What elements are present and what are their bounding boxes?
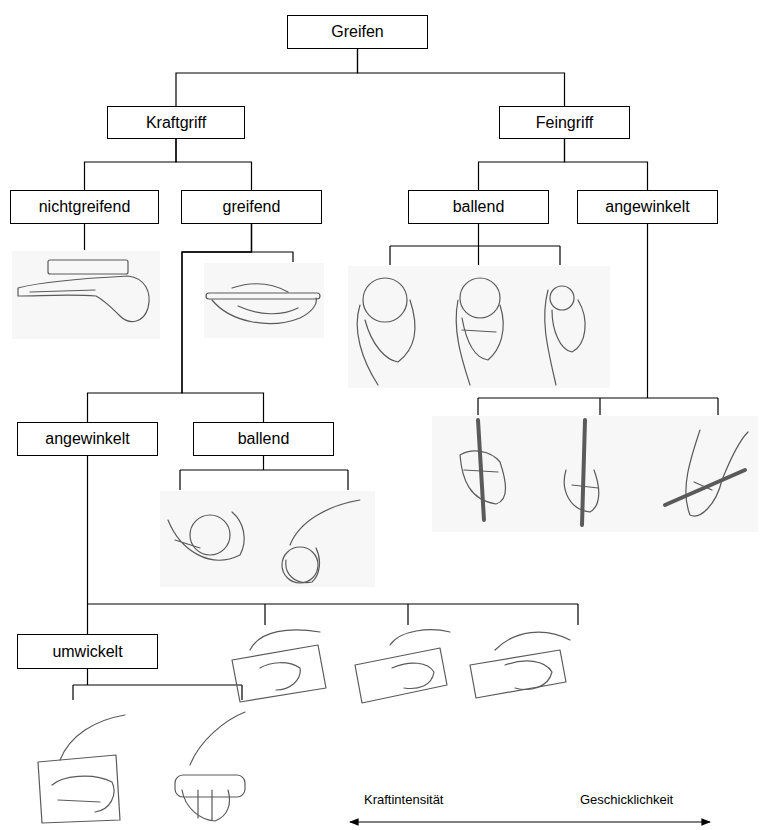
box-label: nichtgreifend	[39, 197, 131, 216]
object-sketch	[478, 420, 484, 520]
tree-box: umwickelt	[17, 634, 158, 669]
hand-outline	[686, 430, 748, 516]
box-label: Kraftgriff	[146, 113, 206, 132]
hand-sketch	[432, 416, 758, 532]
branch-line	[182, 224, 293, 262]
axis-label: Kraftintensität	[362, 792, 446, 808]
sketch-ground	[160, 491, 375, 587]
branch-line	[73, 669, 242, 700]
object-sketch	[460, 278, 500, 318]
object-sketch	[582, 420, 585, 525]
box-label: angewinkelt	[605, 197, 690, 216]
hand-outline	[564, 470, 599, 512]
object-sketch	[232, 645, 326, 702]
tree-box: angewinkelt	[17, 422, 158, 456]
hand-outline	[390, 630, 450, 689]
sketch-ground	[432, 416, 758, 532]
branch-line	[84, 224, 85, 250]
tree-connector	[87, 456, 88, 634]
tree-box: Kraftgriff	[107, 106, 245, 139]
axis-label: Geschicklichkeit	[578, 792, 675, 808]
hand-sketch	[204, 263, 324, 338]
hand-outline	[182, 712, 245, 821]
tree-connector	[182, 224, 264, 422]
hand-outline	[18, 276, 149, 322]
tree-connector	[358, 49, 565, 106]
tree-box: nichtgreifend	[10, 190, 159, 224]
tree-connector	[565, 139, 648, 190]
tree-connector	[479, 139, 565, 190]
hand-outline	[212, 298, 316, 324]
branch-line	[390, 224, 560, 265]
box-label: greifend	[223, 197, 281, 216]
hand-sketch	[38, 712, 245, 823]
tree-box: Feingriff	[499, 106, 630, 139]
hand-sketch	[348, 266, 610, 388]
hand-outline	[460, 451, 506, 504]
hand-outline	[357, 300, 415, 385]
sketch-ground	[204, 263, 324, 338]
tree-box: Greifen	[287, 15, 428, 49]
hand-outline	[286, 500, 360, 583]
sketch-ground	[348, 266, 610, 388]
object-sketch	[363, 278, 407, 322]
object-sketch	[190, 515, 230, 555]
tree-box: ballend	[193, 422, 334, 456]
tree-connector	[85, 139, 177, 190]
object-sketch	[282, 547, 318, 583]
sketch-ground	[12, 251, 160, 339]
object-sketch	[206, 293, 320, 299]
tree-box: angewinkelt	[577, 190, 718, 224]
hand-sketch	[160, 491, 375, 587]
branch-line	[180, 456, 348, 490]
tree-connector	[176, 49, 358, 106]
hand-sketch	[12, 251, 160, 339]
object-sketch	[175, 775, 245, 797]
hand-outline	[250, 630, 320, 690]
hand-sketch	[232, 630, 570, 703]
box-label: angewinkelt	[45, 429, 130, 448]
hand-outline	[495, 632, 570, 689]
box-label: umwickelt	[52, 642, 122, 661]
tree-connector	[88, 224, 252, 422]
tree-box: greifend	[181, 190, 322, 224]
object-sketch	[550, 286, 574, 310]
box-label: Greifen	[331, 22, 383, 41]
object-sketch	[38, 755, 120, 823]
tree-box: ballend	[408, 190, 549, 224]
finger-line	[30, 290, 95, 292]
box-label: Feingriff	[536, 113, 594, 132]
hand-outline	[168, 512, 244, 560]
finger-line	[232, 284, 298, 314]
branch-line	[88, 604, 579, 625]
tree-connector	[176, 139, 252, 190]
hand-outline	[52, 715, 125, 812]
box-label: ballend	[453, 197, 505, 216]
scale-arrow	[350, 821, 710, 822]
box-label: ballend	[238, 429, 290, 448]
hand-outline	[545, 290, 585, 385]
hand-outline	[456, 300, 503, 385]
object-sketch	[48, 260, 128, 274]
